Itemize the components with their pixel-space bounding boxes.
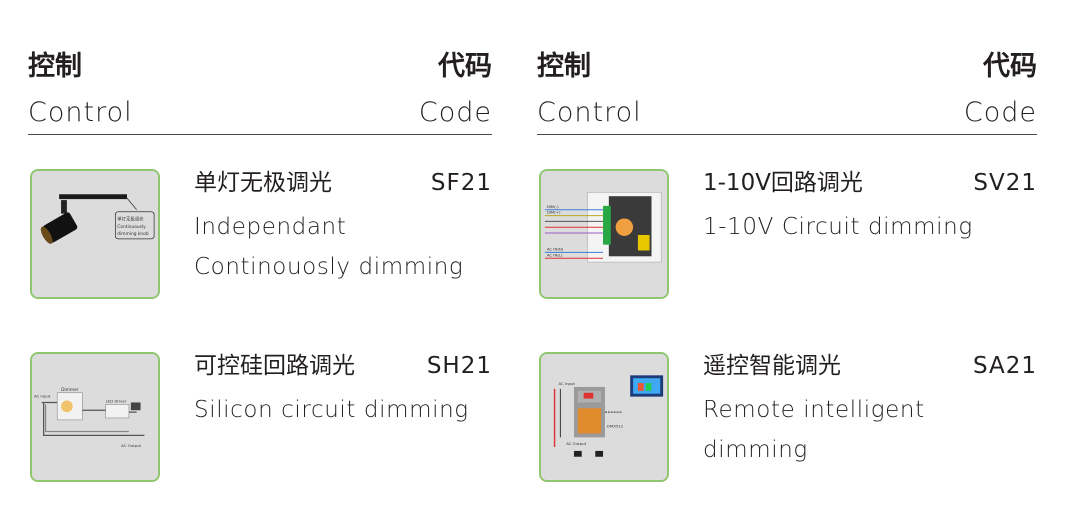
header-control-en: Control <box>537 97 642 128</box>
item-code: SH21 <box>426 353 492 379</box>
item-code: SV21 <box>973 170 1037 196</box>
image-label: 单灯无极调光 <box>117 215 144 222</box>
header-control-zh: 控制 <box>537 51 591 82</box>
header-code-en: Code <box>418 97 492 128</box>
image-label: AC IN(L) <box>547 252 563 257</box>
item-code: SA21 <box>972 353 1037 379</box>
header-divider <box>537 134 1037 135</box>
header-code-zh: 代码 <box>438 51 492 82</box>
image-label: DMX512 <box>607 424 624 429</box>
header-code-zh: 代码 <box>983 51 1037 82</box>
item-description: 1-10V Circuit dimming <box>703 207 973 247</box>
image-label: LED Driver <box>106 398 127 403</box>
item-title: 遥控智能调光 <box>703 353 841 379</box>
header-control-zh: 控制 <box>28 51 82 82</box>
header-code-en: Code <box>963 97 1037 128</box>
item-title: 单灯无极调光 <box>194 170 332 196</box>
header-divider <box>28 134 492 135</box>
thumbnail-remote-dimming: AC Input DMX512 AC Output <box>539 352 669 482</box>
item-title: 可控硅回路调光 <box>194 353 355 379</box>
control-item-sf21: 单灯无极调光 Continuously dimming knob 单灯无极调光 … <box>28 169 492 309</box>
description-line: Remote intelligent <box>703 397 925 423</box>
description-line: Continouosly dimming <box>194 254 464 280</box>
thumbnail-track-light: 单灯无极调光 Continuously dimming knob <box>30 169 160 299</box>
image-label: Continuously <box>117 224 146 230</box>
item-description: Remote intelligent dimming <box>703 390 925 470</box>
control-item-sa21: AC Input DMX512 AC Output 遥控智能调光 SA21 <box>537 352 1037 492</box>
thumbnail-1-10v-wiring: DIM(-) DIM(+) AC IN(N) AC IN(L) <box>539 169 669 299</box>
image-label: dimming knob <box>117 231 149 237</box>
driver-board-icon: DIM(-) DIM(+) AC IN(N) AC IN(L) <box>541 171 667 297</box>
item-description: Independant Continouosly dimming <box>194 207 463 287</box>
description-line: Independant <box>194 214 347 240</box>
image-label: AC Output <box>566 441 586 446</box>
header-control-en: Control <box>28 97 133 128</box>
left-column: 控制 代码 Control Code 单灯无极调光 Continuously d… <box>28 0 492 527</box>
image-label: DIM(-) <box>547 204 559 209</box>
remote-control-system-icon: AC Input DMX512 AC Output <box>541 354 667 480</box>
image-label: AC IN(N) <box>547 246 564 251</box>
item-description: Silicon circuit dimming <box>194 390 469 430</box>
thumbnail-triac-wiring: Dimmer AC Input LED Driver AC Output <box>30 352 160 482</box>
control-item-sh21: Dimmer AC Input LED Driver AC Output 可控硅… <box>28 352 492 492</box>
description-line: dimming <box>703 437 808 463</box>
right-column: 控制 代码 Control Code DIM(-) <box>537 0 1037 527</box>
image-label: AC Input <box>558 381 575 386</box>
description-line: 1-10V Circuit dimming <box>703 214 973 240</box>
item-title: 1-10V回路调光 <box>703 170 863 196</box>
description-line: Silicon circuit dimming <box>194 397 469 423</box>
image-label: Dimmer <box>61 387 79 393</box>
image-label: AC Input <box>34 394 51 399</box>
control-item-sv21: DIM(-) DIM(+) AC IN(N) AC IN(L) 1-10V回路调… <box>537 169 1037 309</box>
item-code: SF21 <box>430 170 492 196</box>
triac-wiring-diagram-icon: Dimmer AC Input LED Driver AC Output <box>32 354 158 480</box>
image-label: AC Output <box>121 443 141 448</box>
track-light-icon: 单灯无极调光 Continuously dimming knob <box>32 171 158 297</box>
image-label: DIM(+) <box>547 210 561 215</box>
